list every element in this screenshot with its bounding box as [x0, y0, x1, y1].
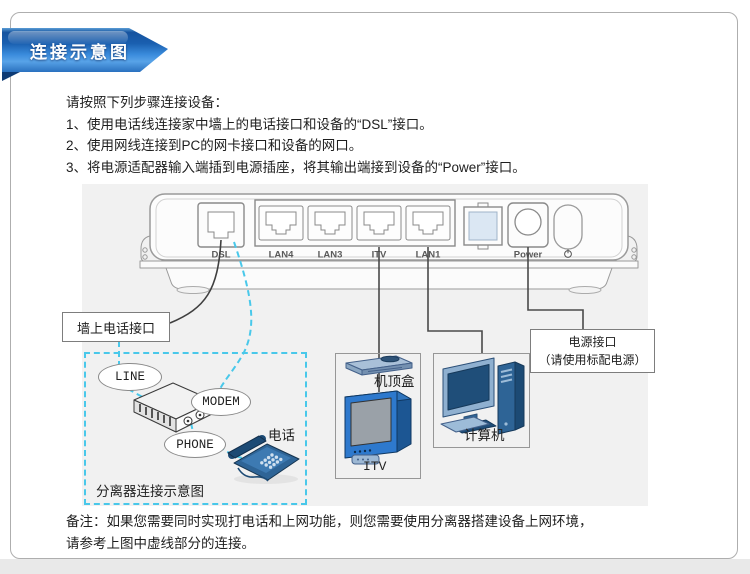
itv-tv-label: ITV [363, 459, 387, 474]
telephone-illustration [227, 435, 300, 484]
remark-line-1: 备注：如果您需要同时实现打电话和上网功能，则您需要使用分离器搭建设备上网环境， [66, 514, 593, 529]
stb-group-box [335, 353, 421, 479]
service-port [463, 202, 503, 250]
power-port [507, 202, 549, 248]
dsl-port [197, 202, 245, 248]
section-banner: 连接示意图 [2, 28, 174, 82]
splitter-caption: 分离器连接示意图 [96, 484, 204, 499]
set-top-box-label: 机顶盒 [374, 374, 415, 389]
wall-jack-label: 墙上电话接口 [62, 312, 170, 342]
instructions-intro: 请按照下列步骤连接设备： [66, 95, 228, 110]
set-top-box-illustration [345, 355, 413, 376]
instruction-step-3: 3、将电源适配器输入端插到电源插座，将其输出端接到设备的“Power”接口。 [66, 159, 526, 175]
tv-illustration [344, 390, 412, 465]
instruction-step-2: 2、使用网线连接到PC的网卡接口和设备的网口。 [66, 138, 363, 153]
lan1-cable [427, 247, 483, 353]
power-button [553, 204, 583, 250]
computer-group-box [433, 353, 530, 448]
page-footer-strip [0, 559, 750, 574]
instructions: 请按照下列步骤连接设备： 1、使用电话线连接家中墙上的电话接口和设备的“DSL”… [66, 92, 706, 178]
banner-ribbon: 连接示意图 [2, 28, 168, 72]
phone-port-badge: PHONE [164, 431, 226, 458]
computer-label: 计算机 [464, 428, 505, 443]
remark: 备注：如果您需要同时实现打电话和上网功能，则您需要使用分离器搭建设备上网环境， … [66, 511, 706, 555]
port-label-lan3: LAN3 [318, 250, 343, 261]
page-title: 连接示意图 [30, 42, 130, 62]
line-port-badge: LINE [98, 363, 162, 391]
telephone-label: 电话 [268, 428, 295, 443]
banner-fold-icon [2, 72, 20, 81]
remote-control-illustration [351, 454, 380, 465]
port-label-dsl: DSL [212, 250, 231, 261]
cables [118, 239, 584, 460]
modem-port-badge: MODEM [191, 388, 251, 416]
power-symbol-icon [564, 249, 572, 258]
remark-line-2: 请参考上图中虚线部分的连接。 [66, 536, 255, 551]
phone-cable [169, 239, 222, 324]
splitter-dashed-region [84, 352, 307, 505]
lan-ports [254, 199, 456, 247]
port-label-lan4: LAN4 [269, 250, 295, 261]
power-port-label: 电源接口 （请使用标配电源） [530, 329, 655, 373]
power-cable [527, 247, 584, 330]
computer-illustration [440, 357, 525, 435]
instruction-step-1: 1、使用电话线连接家中墙上的电话接口和设备的“DSL”接口。 [66, 116, 433, 132]
